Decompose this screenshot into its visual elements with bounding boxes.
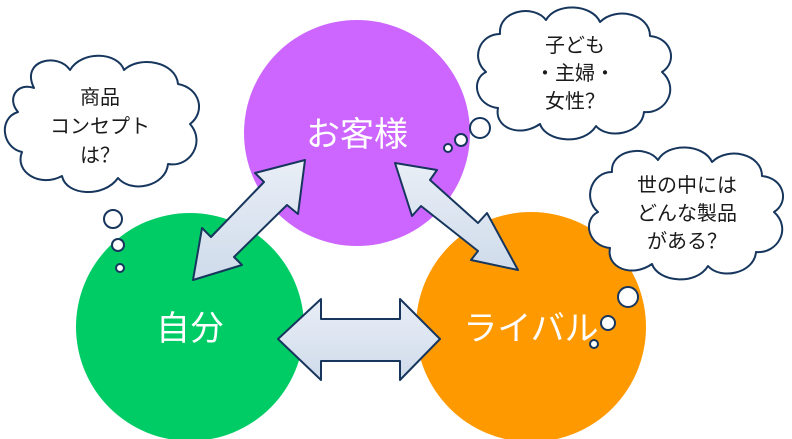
self-rival-arrow bbox=[277, 298, 441, 381]
self-thought-line-3: は？ bbox=[80, 143, 120, 167]
self-customer-arrow bbox=[192, 159, 306, 281]
customer-thought-line-2: ・主婦・ bbox=[535, 61, 615, 85]
customer-rival-arrow bbox=[394, 162, 519, 271]
self-thought-line-2: コンセプト bbox=[50, 114, 150, 138]
self-label: 自分 bbox=[156, 309, 224, 349]
rival-thought-line-2: どんな製品 bbox=[637, 201, 737, 225]
customer-label: お客様 bbox=[306, 115, 408, 155]
customer-thought-line-1: 子ども bbox=[545, 33, 605, 57]
rival-thought-bubble: 世の中には どんな製品 がある？ bbox=[588, 146, 784, 349]
self-thought-line-1: 商品 bbox=[80, 85, 120, 109]
customer-thought-bubble: 子ども ・主婦・ 女性？ bbox=[443, 6, 672, 153]
self-thought-bubble: 商品 コンセプト は？ bbox=[3, 54, 200, 273]
rival-circle bbox=[416, 212, 646, 439]
self-circle bbox=[76, 213, 304, 439]
customer-thought-line-3: 女性？ bbox=[545, 89, 605, 113]
rival-label: ライバル bbox=[463, 309, 598, 349]
rival-thought-line-1: 世の中には bbox=[637, 173, 737, 197]
rival-thought-line-3: がある？ bbox=[647, 229, 727, 253]
